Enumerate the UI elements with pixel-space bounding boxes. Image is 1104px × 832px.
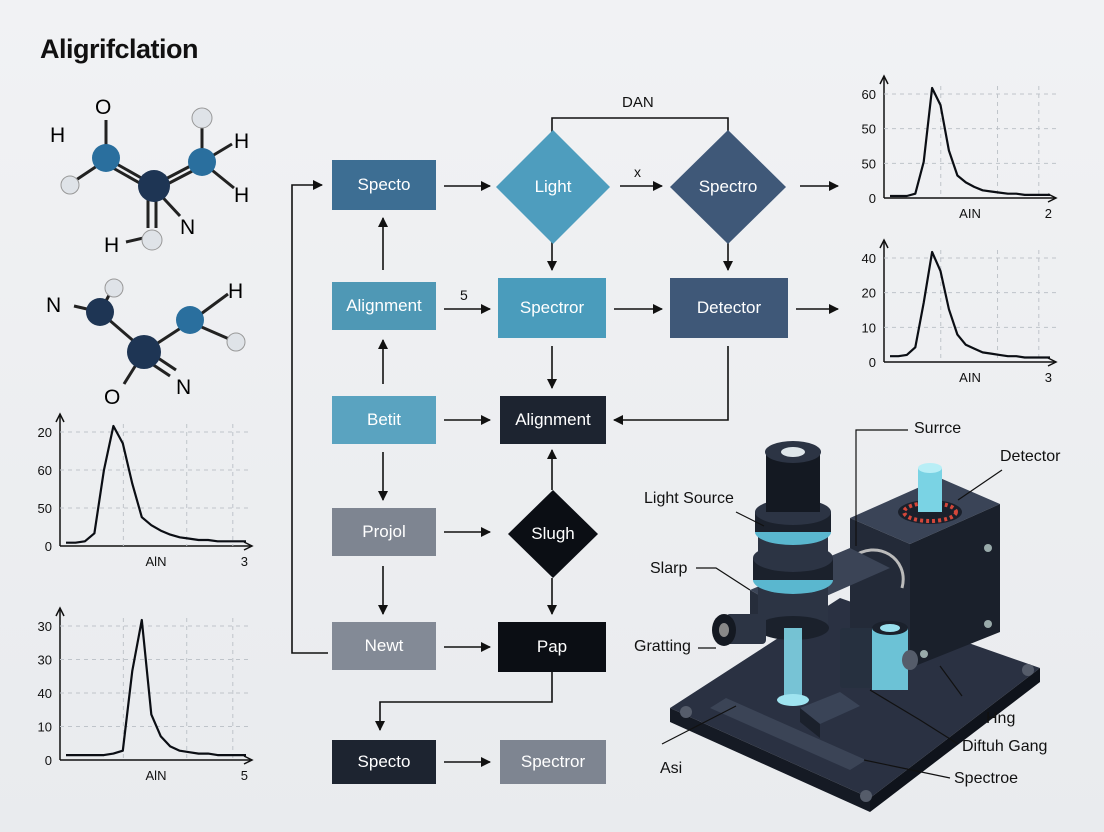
y-tick-label: 10	[38, 720, 52, 735]
callout-surrce: Surrce	[914, 420, 962, 437]
y-tick-label: 20	[38, 425, 52, 440]
node-projol[interactable]: Projol	[332, 508, 436, 556]
node-specto-bottom[interactable]: Specto	[332, 740, 436, 784]
callout-light-source: Light Source	[644, 490, 734, 507]
y-tick-label: 0	[45, 539, 52, 554]
five-label: 5	[460, 287, 468, 303]
y-tick-label: 30	[38, 619, 52, 634]
node-light[interactable]: Light	[496, 130, 610, 244]
x-end-label: 3	[1045, 370, 1052, 385]
node-betit[interactable]: Betit	[332, 396, 436, 444]
x-axis-arrow	[243, 541, 254, 551]
y-axis-arrow	[55, 606, 65, 617]
atom-label: N	[180, 216, 195, 239]
node-pap[interactable]: Pap	[498, 622, 606, 672]
series-line	[890, 250, 1050, 359]
node-specto-top[interactable]: Specto	[332, 160, 436, 210]
node-light-label: Light	[534, 177, 572, 196]
node-alignment-center[interactable]: Alignment	[500, 396, 606, 444]
x-axis-label: AIN	[959, 206, 981, 221]
node-spectror-mid[interactable]: Spectror	[498, 278, 606, 338]
x-axis-label: AIN	[959, 370, 981, 385]
y-tick-label: 50	[862, 122, 876, 137]
callout-spectroe: Spectroe	[954, 770, 1019, 787]
x-axis-arrow	[243, 755, 254, 765]
y-axis-arrow	[879, 238, 889, 249]
atom-label: N	[176, 376, 191, 399]
y-tick-label: 50	[862, 156, 876, 171]
callout-hng: Hng	[986, 710, 1016, 727]
y-tick-label: 20	[862, 286, 876, 301]
atom-label: N	[46, 294, 61, 317]
callout-detector: Detector	[1000, 448, 1061, 465]
node-spectro-label: Spectro	[698, 177, 758, 196]
atom-label: H	[104, 234, 119, 257]
x-label: x	[634, 164, 641, 180]
node-slugh-label: Slugh	[531, 524, 575, 543]
y-tick-label: 40	[862, 251, 876, 266]
x-axis-arrow	[1047, 193, 1058, 203]
y-tick-label: 30	[38, 653, 52, 668]
x-end-label: 5	[241, 768, 248, 783]
node-newt[interactable]: Newt	[332, 622, 436, 670]
y-tick-label: 0	[45, 753, 52, 768]
atom-label: O	[95, 96, 111, 119]
y-tick-label: 0	[869, 191, 876, 206]
x-axis-arrow	[1047, 357, 1058, 367]
y-tick-label: 40	[38, 686, 52, 701]
x-end-label: 2	[1045, 206, 1052, 221]
node-alignment-left[interactable]: Alignment	[332, 282, 436, 330]
callout-slarp: Slarp	[650, 560, 688, 577]
node-detector[interactable]: Detector	[670, 278, 788, 338]
y-axis-arrow	[879, 74, 889, 85]
x-end-label: 3	[241, 554, 248, 569]
node-spectro[interactable]: Spectro	[670, 130, 786, 244]
x-axis-label: AlN	[146, 768, 167, 783]
series-line	[890, 86, 1050, 198]
callout-asi: Asi	[660, 760, 683, 777]
dan-label: DAN	[622, 94, 654, 111]
molecule-top: O H H H H N	[50, 96, 249, 257]
y-tick-label: 60	[862, 87, 876, 102]
y-axis-arrow	[55, 412, 65, 423]
y-tick-label: 50	[38, 501, 52, 516]
page-title: Aligrifclation	[40, 34, 199, 64]
atom-label: H	[234, 184, 249, 207]
series-line	[66, 424, 246, 544]
x-axis-label: AlN	[146, 554, 167, 569]
atom-label: H	[50, 124, 65, 147]
molecule-bottom: N H O N	[46, 278, 246, 409]
callout-gratting: Gratting	[634, 638, 691, 655]
callout-diffuth-gang: Diftuh Gang	[962, 738, 1048, 755]
y-tick-label: 60	[38, 463, 52, 478]
y-tick-label: 0	[869, 355, 876, 370]
atom-label: H	[228, 280, 243, 303]
atom-label: H	[234, 130, 249, 153]
node-slugh[interactable]: Slugh	[508, 490, 598, 578]
spectrometer-illustration	[670, 441, 1040, 812]
node-spectror-bottom[interactable]: Spectror	[500, 740, 606, 784]
series-line	[66, 618, 246, 757]
y-tick-label: 10	[862, 320, 876, 335]
atom-label: O	[104, 386, 120, 409]
